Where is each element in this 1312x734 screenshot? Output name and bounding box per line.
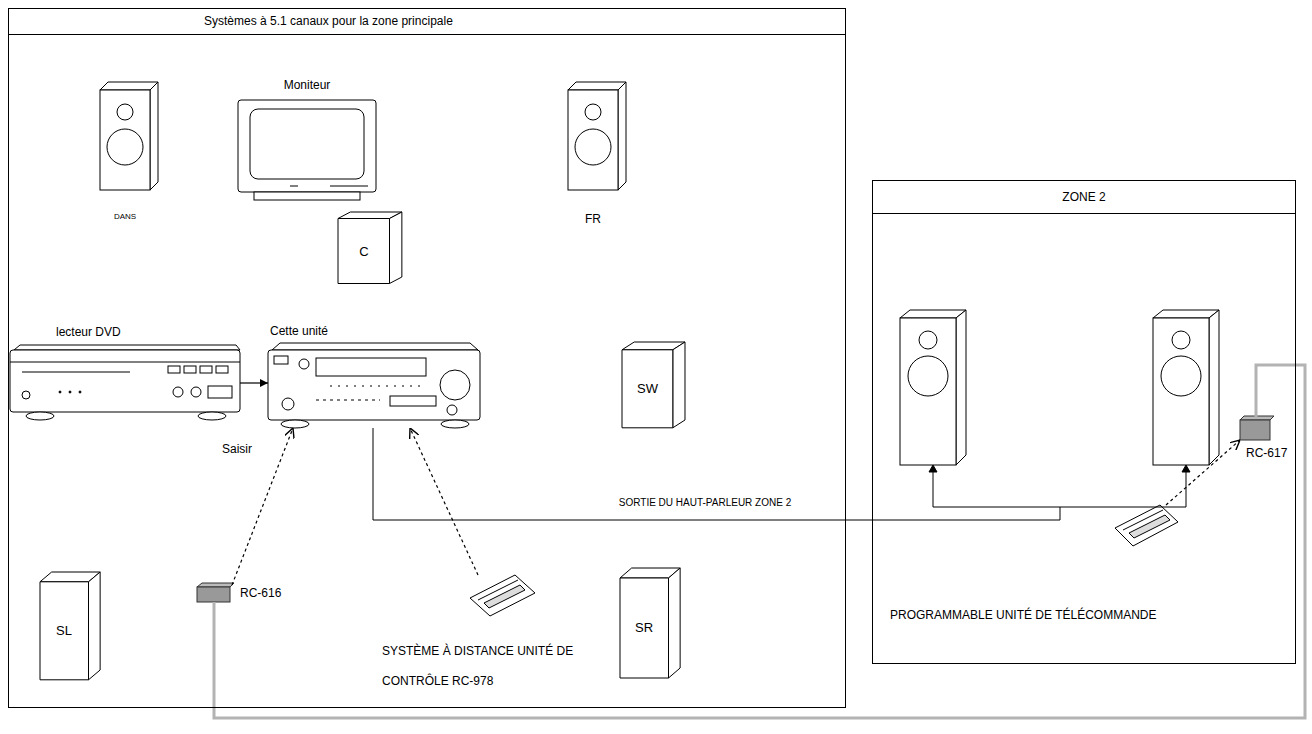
- subwoofer-box: [622, 342, 685, 428]
- surround-speaker-box: [620, 568, 680, 678]
- device-label: RC-616: [240, 586, 310, 600]
- zone-frame: ZONE 2 RC-617PROGRAMMABLE UNITÉ DE TÉLÉCO…: [872, 180, 1296, 664]
- speaker-icon: [1153, 310, 1219, 465]
- receiver: Cette unité: [268, 343, 480, 428]
- dvd-player-icon: [10, 345, 240, 420]
- ir-sensor: RC-617: [1240, 418, 1272, 440]
- speaker-label: SL: [56, 623, 72, 639]
- zone-frame: Systèmes à 5.1 canaux pour la zone princ…: [8, 8, 846, 708]
- connector: [373, 428, 872, 520]
- dvd-player: lecteur DVD: [10, 345, 240, 417]
- receiver-icon: [268, 343, 480, 428]
- connector: [240, 382, 268, 383]
- zone-heading: Systèmes à 5.1 canaux pour la zone princ…: [204, 14, 453, 28]
- connector: [1166, 440, 1240, 505]
- speaker-wire: [872, 465, 1190, 520]
- remote-icon: [470, 575, 535, 616]
- device-label: Moniteur: [238, 78, 376, 92]
- speaker: FR: [568, 82, 628, 192]
- device-label: FR: [568, 212, 618, 226]
- ir-cable: [214, 365, 1305, 718]
- speaker-box: SW: [622, 342, 685, 428]
- device-label: RC-617: [1246, 446, 1306, 460]
- input-label: Saisir: [222, 442, 252, 456]
- speaker-box: SL: [40, 572, 100, 680]
- speaker-box: C: [338, 212, 402, 284]
- remote-icon: [1115, 505, 1178, 546]
- ir-sensor-icon: [197, 583, 234, 602]
- monitor: Moniteur: [238, 100, 376, 200]
- speaker-label: SW: [637, 381, 658, 397]
- speaker-icon: [568, 82, 626, 190]
- surround-speaker-box: [40, 572, 100, 680]
- monitor-icon: [238, 100, 376, 200]
- speaker: DANS: [100, 82, 160, 192]
- edge-label: SORTIE DU HAUT-PARLEUR ZONE 2: [616, 497, 794, 508]
- speaker-icon: [100, 82, 158, 190]
- speaker-icon: [900, 310, 966, 465]
- speaker-label: C: [359, 244, 368, 260]
- speaker-label: SR: [635, 620, 653, 636]
- device-label: lecteur DVD: [56, 325, 176, 339]
- remote-control: SYSTÈME À DISTANCE UNITÉ DE CONTRÔLE RC-…: [470, 575, 535, 617]
- speaker-box: SR: [620, 568, 680, 678]
- ir-sensor: RC-616: [197, 585, 232, 602]
- zone-heading: ZONE 2: [1062, 190, 1105, 204]
- center-speaker-box: [338, 212, 402, 284]
- device-label: DANS: [100, 212, 150, 222]
- connector: [410, 428, 478, 575]
- remote-control: PROGRAMMABLE UNITÉ DE TÉLÉCOMMANDE: [1115, 505, 1178, 547]
- ir-sensor-icon: [1240, 416, 1274, 440]
- device-label: SYSTÈME À DISTANCE UNITÉ DE CONTRÔLE RC-…: [382, 636, 582, 696]
- device-label: Cette unité: [270, 324, 390, 338]
- device-label: PROGRAMMABLE UNITÉ DE TÉLÉCOMMANDE: [890, 600, 1190, 630]
